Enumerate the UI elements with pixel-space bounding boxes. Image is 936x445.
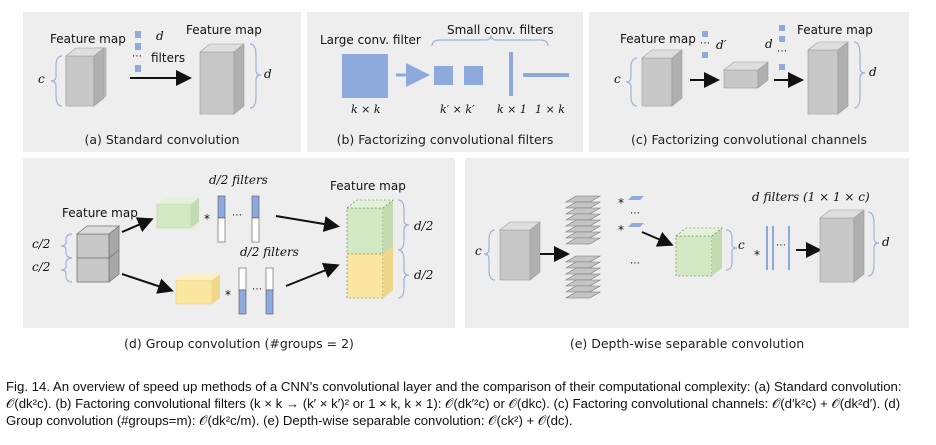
panel-d-output-cube <box>346 199 394 299</box>
panel-c-mid-cube <box>723 61 769 89</box>
small-filters-brace <box>431 34 549 47</box>
panel-d-arrow-up <box>121 217 154 233</box>
panel-a-feature-map-out: Feature map <box>186 23 262 37</box>
panel-a-d-top: d <box>156 29 164 43</box>
panel-b-1xk: 1 × k <box>535 103 565 116</box>
panel-d-feature-map-out: Feature map <box>330 179 406 193</box>
panel-d-brace-bottom <box>60 257 73 283</box>
panel-a-dots: ⋯ <box>132 51 142 62</box>
panel-b-small-label: Small conv. filters <box>447 23 554 37</box>
panel-c-c-label: c <box>614 72 621 86</box>
panel-c-d-right: d <box>869 65 877 79</box>
panel-e-dots-3: ⋯ <box>776 240 786 251</box>
panel-d-star-bottom: * <box>225 288 231 302</box>
panel-d-d2-bottom: d/2 <box>414 268 434 282</box>
panel-e-sliced-stack-bottom <box>564 255 602 299</box>
panel-d-d2-top: d/2 <box>414 219 434 233</box>
panel-d-c2-top: c/2 <box>32 237 51 251</box>
panel-e-depthwise-filters <box>628 196 644 227</box>
panel-d-out-brace-bottom <box>397 249 410 299</box>
panel-e-pointwise-filters <box>766 226 790 270</box>
panel-d-input-cube <box>75 225 121 283</box>
panel-a-c-label: c <box>38 72 45 86</box>
panel-a-output-brace <box>249 43 262 109</box>
panel-d-arrow-out-top <box>275 215 340 232</box>
panel-c-feature-map-in: Feature map <box>620 32 696 46</box>
panel-d-feature-map-in: Feature map <box>62 206 138 220</box>
panel-e-dots-1: ⋯ <box>630 208 640 219</box>
small-filter-2 <box>464 66 483 85</box>
panel-d-arrow-down <box>121 273 174 294</box>
panel-c-dots-2: ⋯ <box>777 46 787 57</box>
panel-a-feature-map-in: Feature map <box>50 32 126 46</box>
panel-d-star-top: * <box>204 212 210 226</box>
panel-e-d-right: d <box>882 235 890 249</box>
panel-b-caption: (b) Factorizing convolutional filters <box>336 132 554 147</box>
panel-d-green-block <box>156 198 199 229</box>
panel-d-top-filters <box>217 195 260 243</box>
panel-d-dots-top: ⋯ <box>232 210 242 221</box>
panel-a-caption: (a) Standard convolution <box>84 132 240 147</box>
small-filter-1 <box>434 66 453 85</box>
panel-e-output-cube <box>819 209 865 283</box>
panel-b-k2: k′ × k′ <box>440 103 475 116</box>
panel-d-filters-top: d/2 filters <box>209 173 268 187</box>
panel-e-caption: (e) Depth-wise separable convolution <box>569 336 805 351</box>
panel-e-star-3: * <box>754 248 760 262</box>
panel-d-bottom-filters <box>238 267 274 315</box>
panel-e-sliced-stack-top <box>564 195 602 245</box>
panel-c-input-brace <box>625 57 638 107</box>
panel-a-filters: filters <box>151 51 186 65</box>
panel-e-input-cube <box>499 221 541 281</box>
panel-e-arrow-2 <box>641 231 674 247</box>
panel-e-input-brace <box>483 229 496 281</box>
panel-d-c2-bottom: c/2 <box>32 260 51 274</box>
figure-caption: Fig. 14. An overview of speed up methods… <box>6 378 928 429</box>
filter-1xk <box>523 73 569 77</box>
figure-caption-text: Fig. 14. An overview of speed up methods… <box>6 379 902 428</box>
panel-e-star-2: * <box>618 223 624 237</box>
panel-b-kxk: k × k <box>351 103 381 116</box>
panel-c-output-brace <box>853 41 866 109</box>
panel-b-kx1: k × 1 <box>497 103 527 116</box>
panel-e-output-brace <box>867 211 880 277</box>
panel-c-d-stack <box>779 25 785 70</box>
panel-e-green-brace <box>725 229 738 271</box>
panel-e-dots-2: ⋯ <box>630 258 640 269</box>
panel-d-dots-bottom: ⋯ <box>252 284 262 295</box>
filter-kx1 <box>509 52 513 96</box>
panel-a-d-right: d <box>264 67 272 81</box>
panel-d-brace-top <box>60 233 73 259</box>
panel-c-feature-map-out: Feature map <box>797 23 873 37</box>
panel-d-filters-bottom: d/2 filters <box>240 245 299 259</box>
panel-c-dprime-stack <box>702 31 708 58</box>
panel-b-large-label: Large conv. filter <box>320 33 421 47</box>
panel-d-yellow-block <box>175 274 220 305</box>
large-filter-square <box>342 54 388 98</box>
panel-a-filter-stack <box>135 31 141 72</box>
panel-e-c-left: c <box>475 244 482 258</box>
panel-d-arrow-out-bottom <box>285 263 340 287</box>
panel-c-caption: (c) Factorizing convolutional channels <box>630 132 868 147</box>
panel-d-caption: (d) Group convolution (#groups = 2) <box>124 336 354 351</box>
panel-a-input-brace <box>50 55 63 107</box>
panel-c-dots-1: ⋯ <box>700 38 710 49</box>
panel-a-input-cube <box>65 47 107 107</box>
panel-e-green-cube <box>675 227 723 277</box>
panel-c-output-cube <box>807 41 849 115</box>
panel-e-star-1: * <box>618 196 624 210</box>
panel-a-output-cube <box>199 43 245 115</box>
panel-e-c-right: c <box>738 238 745 252</box>
panel-e-filters: d filters (1 × 1 × c) <box>752 190 870 204</box>
panel-c-dprime: d′ <box>716 38 727 52</box>
panel-c-input-cube <box>641 49 683 107</box>
panel-c-d-top: d <box>765 37 773 51</box>
panel-d-out-brace-top <box>397 199 410 251</box>
